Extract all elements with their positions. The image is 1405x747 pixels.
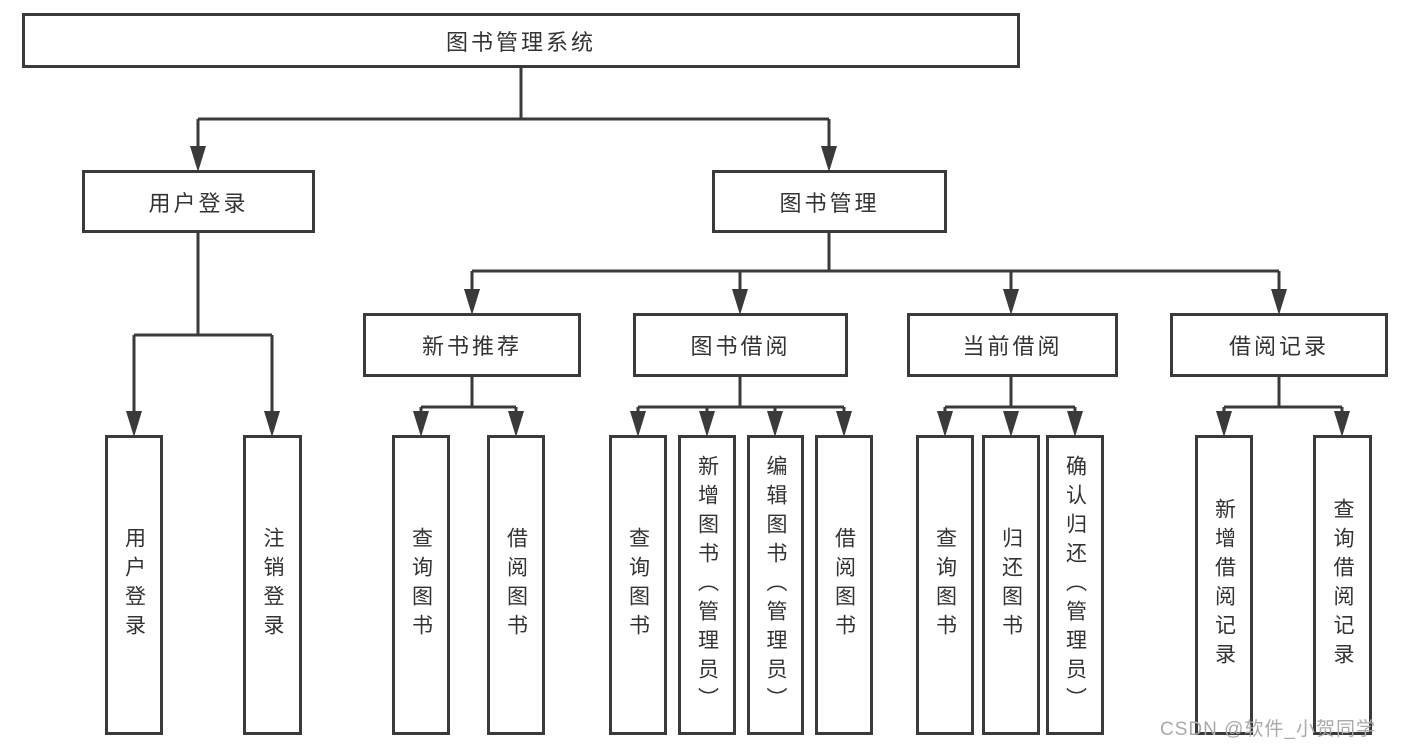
arrowhead-icon xyxy=(1003,411,1019,437)
arrowhead-icon xyxy=(1216,411,1232,437)
arrowhead-icon xyxy=(699,411,715,437)
node-current-borrowing: 当前借阅 xyxy=(907,313,1118,377)
leaf-logout-label: 注销登录 xyxy=(261,527,284,643)
leaf-add-borrow-record: 新增借阅记录 xyxy=(1195,435,1253,735)
node-current-borrowing-label: 当前借阅 xyxy=(962,334,1063,359)
arrowhead-icon xyxy=(937,411,953,437)
leaf-query-books-label: 查询图书 xyxy=(933,527,957,643)
arrowhead-icon xyxy=(464,289,480,315)
node-borrow-records: 借阅记录 xyxy=(1170,313,1388,377)
arrowhead-icon xyxy=(1067,411,1083,437)
leaf-add-books-admin-label: 新增图书（管理员） xyxy=(695,454,719,716)
arrowhead-icon xyxy=(508,411,524,437)
tree-connectors xyxy=(126,68,1350,437)
arrowhead-icon xyxy=(264,411,280,437)
node-new-book-recommendation-label: 新书推荐 xyxy=(421,334,522,359)
leaf-query-borrow-record: 查询借阅记录 xyxy=(1313,435,1372,735)
leaf-logout: 注销登录 xyxy=(243,435,302,735)
arrowhead-icon xyxy=(190,146,206,172)
arrowhead-icon xyxy=(630,411,646,437)
leaf-query-books: 查询图书 xyxy=(392,435,450,735)
arrowhead-icon xyxy=(1271,289,1287,315)
csdn-watermark: CSDN @软件_小贺同学 xyxy=(1160,719,1376,740)
arrowhead-icon xyxy=(836,411,852,437)
leaf-borrow-books: 借阅图书 xyxy=(487,435,545,735)
leaf-query-books: 查询图书 xyxy=(609,435,667,735)
arrowhead-icon xyxy=(767,411,783,437)
arrowhead-icon xyxy=(732,289,748,315)
arrowhead-icon xyxy=(413,411,429,437)
leaf-add-books-admin: 新增图书（管理员） xyxy=(678,435,736,735)
node-borrow-records-label: 借阅记录 xyxy=(1228,334,1329,359)
leaf-borrow-books-label: 借阅图书 xyxy=(832,527,856,643)
node-book-borrowing-label: 图书借阅 xyxy=(690,334,791,359)
node-book-borrowing: 图书借阅 xyxy=(633,313,848,377)
arrowhead-icon xyxy=(821,146,837,172)
leaf-query-books: 查询图书 xyxy=(916,435,974,735)
arrowhead-icon xyxy=(1334,411,1350,437)
leaf-user-login-label: 用户登录 xyxy=(122,527,146,643)
leaf-return-books-label: 归还图书 xyxy=(999,527,1023,643)
node-library-system-label: 图书管理系统 xyxy=(445,29,596,55)
leaf-add-borrow-record-label: 新增借阅记录 xyxy=(1212,498,1236,672)
leaf-confirm-return-admin: 确认归还（管理员） xyxy=(1046,435,1104,735)
node-user-login-label: 用户登录 xyxy=(148,190,249,216)
leaf-edit-books-admin-label: 编辑图书（管理员） xyxy=(764,454,787,716)
leaf-query-books-label: 查询图书 xyxy=(409,527,433,643)
node-user-login: 用户登录 xyxy=(82,170,315,233)
leaf-user-login: 用户登录 xyxy=(105,435,163,735)
node-book-management: 图书管理 xyxy=(712,170,947,233)
leaf-borrow-books: 借阅图书 xyxy=(815,435,873,735)
leaf-query-borrow-record-label: 查询借阅记录 xyxy=(1331,498,1354,672)
leaf-query-books-label: 查询图书 xyxy=(626,527,650,643)
node-book-management-label: 图书管理 xyxy=(779,190,880,216)
leaf-borrow-books-label: 借阅图书 xyxy=(504,527,528,643)
node-library-system: 图书管理系统 xyxy=(22,13,1020,68)
node-new-book-recommendation: 新书推荐 xyxy=(363,313,581,377)
arrowhead-icon xyxy=(1003,289,1019,315)
connector-path xyxy=(132,68,1344,413)
leaf-confirm-return-admin-label: 确认归还（管理员） xyxy=(1063,454,1087,716)
leaf-edit-books-admin: 编辑图书（管理员） xyxy=(747,435,804,735)
arrowhead-icon xyxy=(126,411,142,437)
leaf-return-books: 归还图书 xyxy=(982,435,1040,735)
